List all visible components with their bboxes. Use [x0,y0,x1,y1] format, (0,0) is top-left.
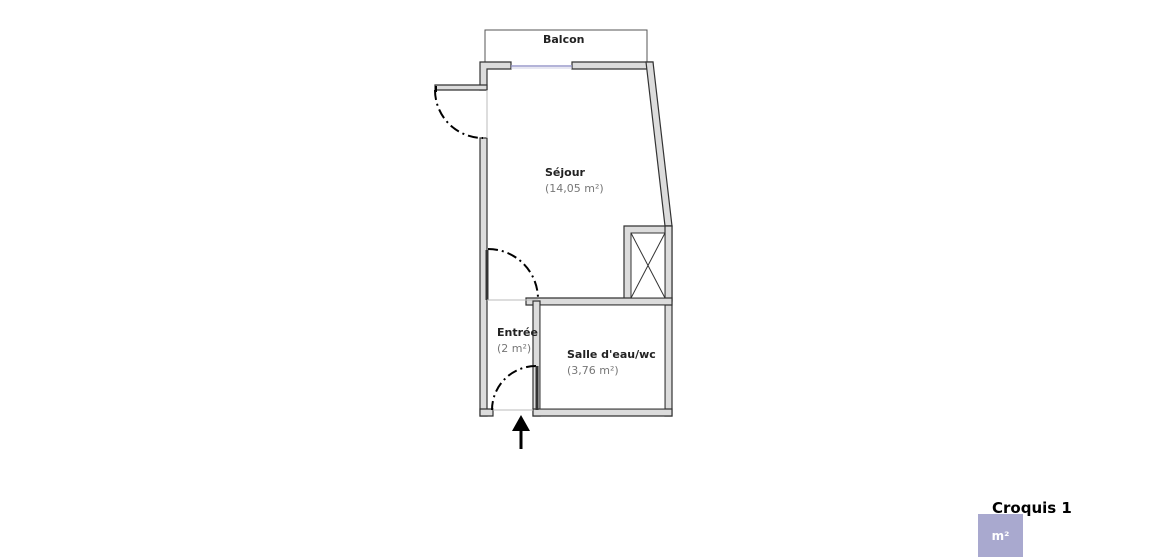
balcony-outline [484,29,648,66]
wall-bottom [532,408,673,417]
door-swing-sejour [487,248,539,300]
wall-partition-horizontal [525,297,673,306]
room-area-entree: (2 m²) [497,342,531,355]
balcony-label: Balcon [543,33,585,46]
sketch-title: Croquis 1 [992,499,1072,517]
entrance-arrow-icon [512,415,530,431]
wall-door-header [434,84,488,91]
room-name-sejour: Séjour [545,166,586,179]
wall-right-lower [664,225,673,417]
cupboard-cross-2 [630,232,666,299]
door-swing-entrance [491,365,537,411]
door-swings [434,89,539,411]
salle-eau-interior [539,304,666,410]
m2-logo: m² [978,514,1023,557]
room-name-entree: Entrée [497,326,538,339]
wall-right-slant [645,61,673,227]
room-area-sejour: (14,05 m²) [545,182,604,195]
door-swing-main [434,89,484,139]
wall-bottom-left [479,408,494,417]
room-area-salle-eau: (3,76 m²) [567,364,619,377]
wall-top-right [571,61,654,70]
m2-logo-text: m² [991,528,1010,543]
room-name-salle-eau: Salle d'eau/wc [567,348,656,361]
